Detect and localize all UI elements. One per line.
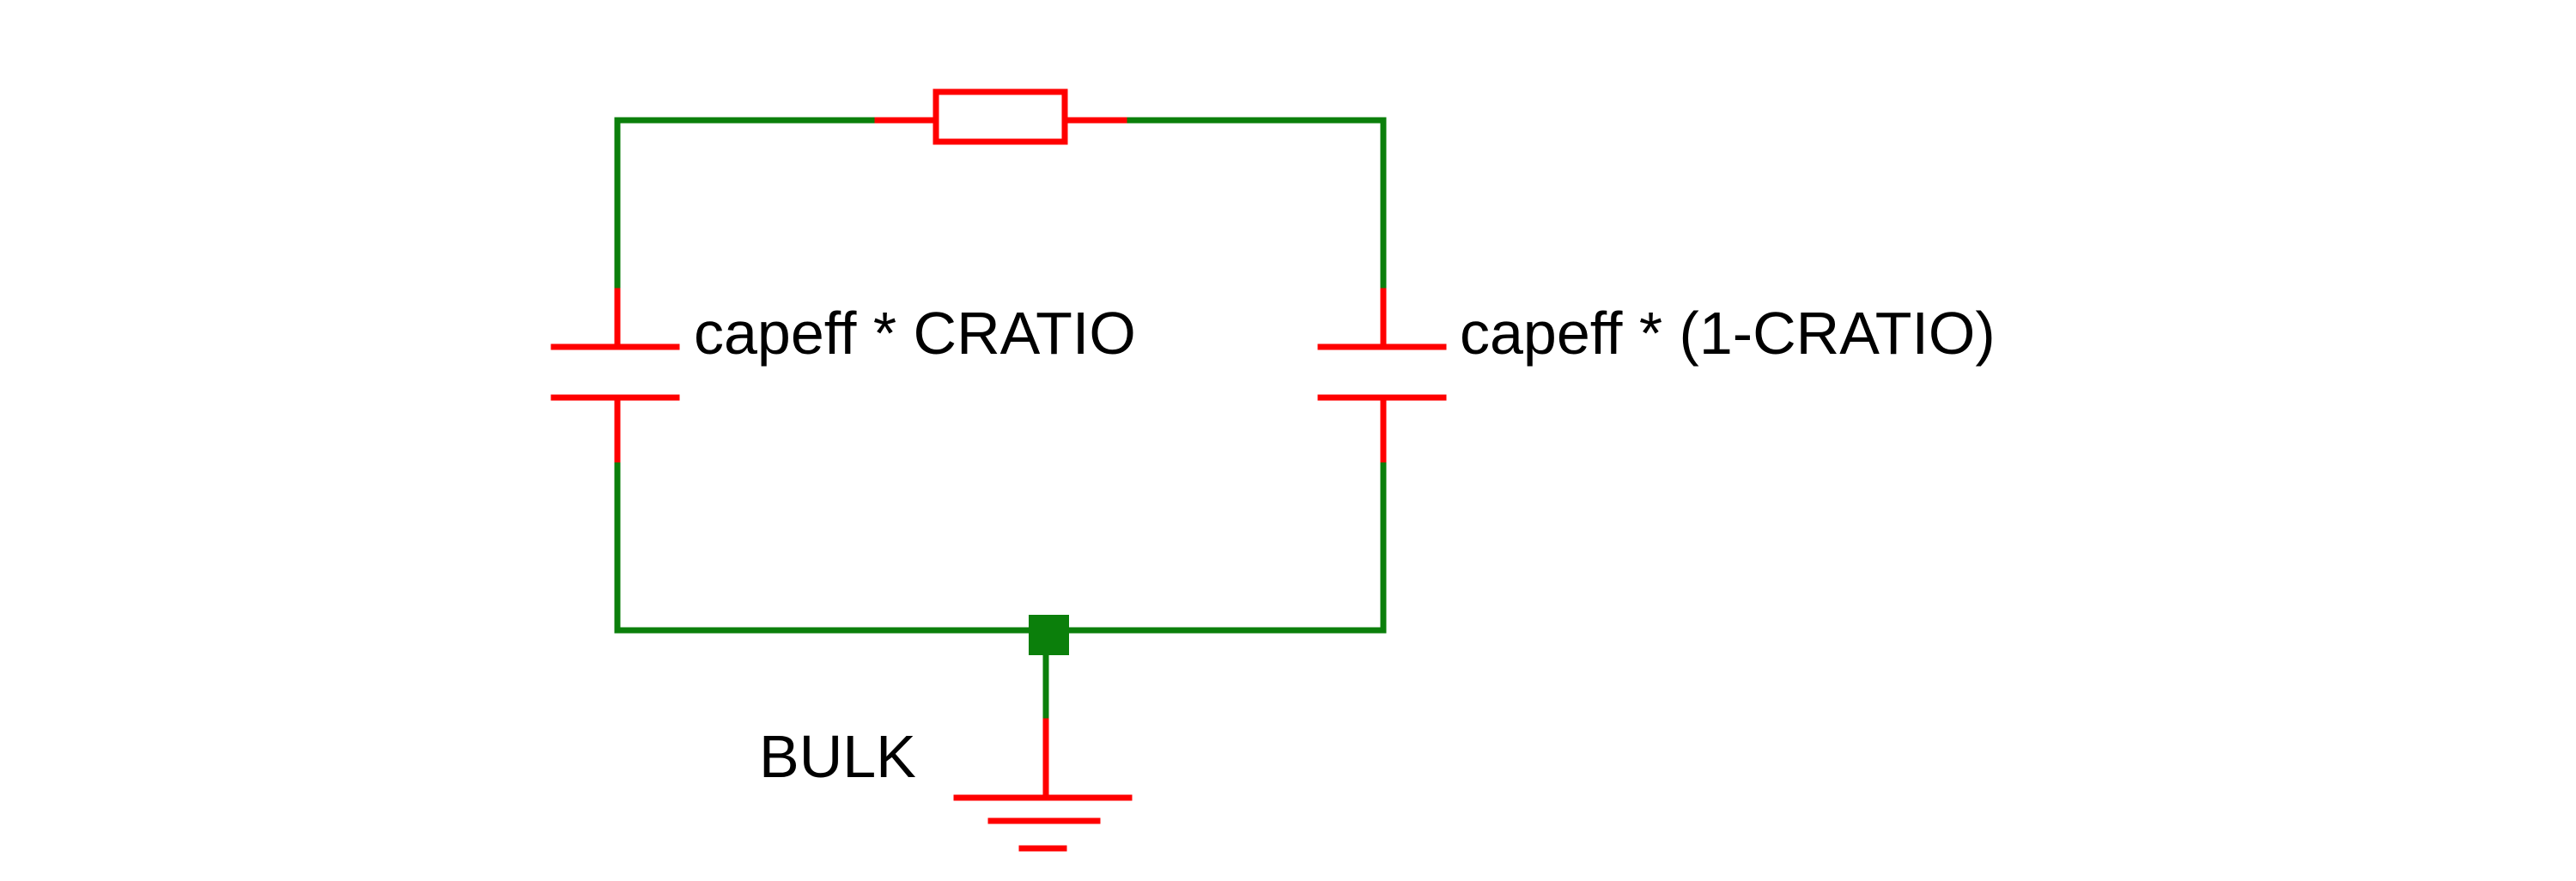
top-right-wire (1121, 117, 1387, 295)
right-capacitor-label: capeff * (1-CRATIO) (1460, 300, 1996, 367)
bottom-right-wire (1048, 456, 1387, 634)
left-capacitor-label: capeff * CRATIO (694, 300, 1136, 367)
right-capacitor (1317, 288, 1447, 463)
top-left-wire (614, 117, 881, 295)
wires (614, 117, 1387, 725)
junction-dot-icon (1029, 615, 1069, 655)
resistor (874, 88, 1127, 145)
resistor-icon (933, 88, 1068, 145)
ground-net-label: BULK (759, 723, 916, 790)
ground-icon (953, 718, 1133, 852)
left-capacitor (550, 288, 680, 463)
bottom-left-wire (614, 456, 1055, 634)
